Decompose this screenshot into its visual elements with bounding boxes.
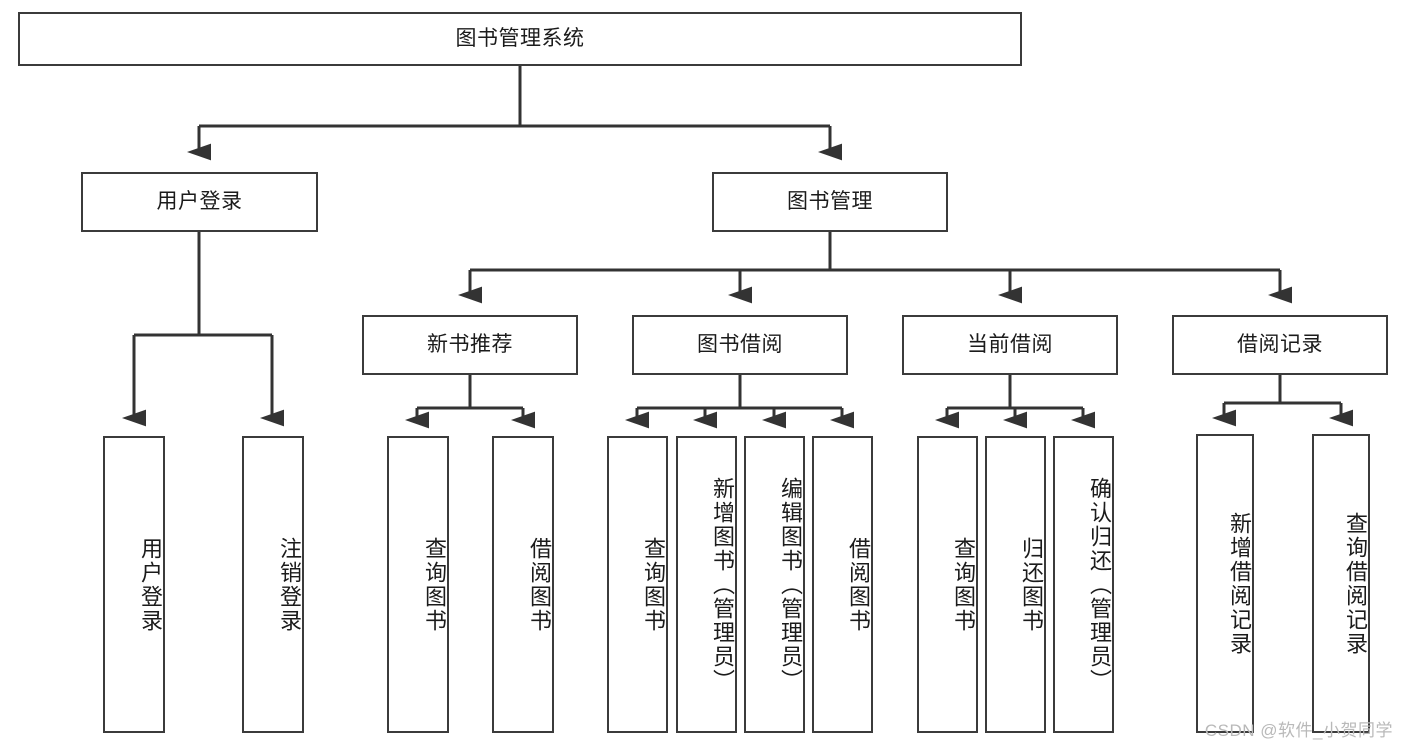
node-book-borrow[interactable]: 图书借阅 xyxy=(632,315,848,375)
node-new-book-recommend[interactable]: 新书推荐 xyxy=(362,315,578,375)
edges-book-borrow-to-leaves xyxy=(625,375,854,429)
leaf-node-borrow-book-recommend[interactable]: 借阅图书 xyxy=(492,436,554,733)
node-user-login[interactable]: 用户登录 xyxy=(81,172,318,232)
node-root-system[interactable]: 图书管理系统 xyxy=(18,12,1022,66)
leaf-node-query-borrow-record[interactable]: 查询借阅记录 xyxy=(1312,434,1370,733)
leaf-node-confirm-return[interactable]: 确认归还（管理员） xyxy=(1053,436,1114,733)
leaf-node-query-book-current[interactable]: 查询图书 xyxy=(917,436,978,733)
leaf-node-return-book[interactable]: 归还图书 xyxy=(985,436,1046,733)
leaf-node-borrow-book[interactable]: 借阅图书 xyxy=(812,436,873,733)
edges-new-book-recommend-to-leaves xyxy=(405,375,535,429)
edges-book-manage-to-level2 xyxy=(458,232,1292,304)
node-borrow-record[interactable]: 借阅记录 xyxy=(1172,315,1388,375)
leaf-node-edit-book[interactable]: 编辑图书（管理员） xyxy=(744,436,805,733)
edges-root-to-level1 xyxy=(187,66,842,161)
node-current-borrow[interactable]: 当前借阅 xyxy=(902,315,1118,375)
edges-current-borrow-to-leaves xyxy=(935,375,1095,429)
leaf-node-add-book[interactable]: 新增图书（管理员） xyxy=(676,436,737,733)
node-book-manage[interactable]: 图书管理 xyxy=(712,172,948,232)
leaf-node-query-book-borrow[interactable]: 查询图书 xyxy=(607,436,668,733)
csdn-watermark: CSDN @软件_小贺同学 xyxy=(1204,721,1393,740)
leaf-node-add-borrow-record[interactable]: 新增借阅记录 xyxy=(1196,434,1254,733)
leaf-node-query-book-recommend[interactable]: 查询图书 xyxy=(387,436,449,733)
edges-borrow-record-to-leaves xyxy=(1212,375,1353,427)
edges-user-login-to-leaves xyxy=(122,232,284,427)
leaf-node-user-login[interactable]: 用户登录 xyxy=(103,436,165,733)
leaf-node-logout[interactable]: 注销登录 xyxy=(242,436,304,733)
